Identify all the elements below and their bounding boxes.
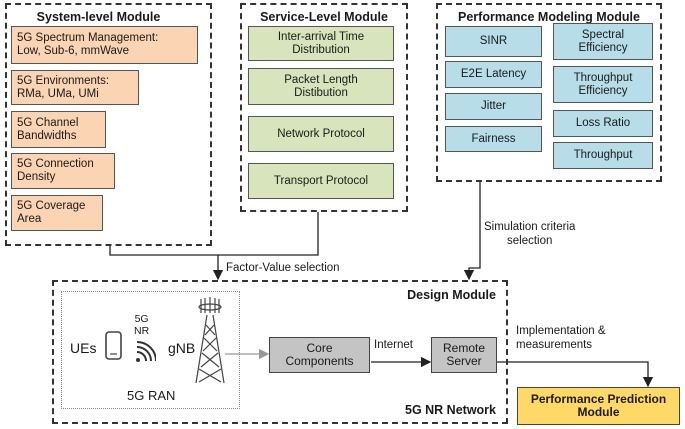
remote-server-box: Remote Server [431,337,497,373]
spectrum-management-box: 5G Spectrum Management: Low, Sub-6, mmWa… [11,26,198,64]
ran-area [61,291,240,409]
service-level-module: Service-Level Module [240,3,408,212]
jitter-box: Jitter [445,93,542,120]
performance-prediction-box: Performance Prediction Module [517,387,680,425]
phone-icon [105,331,122,360]
sinr-box: SINR [445,26,542,57]
gnb-label: gNB [168,340,196,356]
design-module-title: Design Module [407,288,496,302]
packet-length-box: Packet Length Distibution [248,68,394,105]
throughput-efficiency-box: Throughput Efficiency [553,66,653,103]
factor-value-label: Factor-Value selection [226,262,340,274]
system-level-module: System-level Module [5,3,212,246]
ues-label: UEs [70,340,97,356]
fairness-box: Fairness [445,126,542,152]
implementation-label: Implementation & measurements [516,325,606,351]
channel-bandwidths-box: 5G Channel Bandwidths [11,111,106,148]
loss-ratio-box: Loss Ratio [553,110,653,137]
coverage-area-box: 5G Coverage Area [11,195,103,231]
simulation-criteria-label: Simulation criteria selection [484,221,576,247]
design-module: Design Module 5G NR Network [52,280,508,424]
throughput-box: Throughput [553,142,653,169]
implementation-arrow [497,361,654,388]
nr-network-label: 5G NR Network [405,403,496,417]
inter-arrival-box: Inter-arrival Time Distribution [248,26,394,61]
service-to-factor-line [218,212,319,256]
network-protocol-box: Network Protocol [248,116,394,152]
nr-label: 5G NR [134,313,150,337]
system-to-factor-line [109,246,218,256]
ran-label: 5G RAN [127,388,176,403]
transport-protocol-box: Transport Protocol [248,163,394,199]
spectral-efficiency-box: Spectral Efficiency [553,23,653,60]
core-components-box: Core Components [269,337,370,373]
gnb-tower-icon [195,297,225,384]
system-module-title: System-level Module [36,10,161,24]
environments-box: 5G Environments: RMa, UMa, UMi [11,70,139,105]
performance-to-design-arrow [463,182,481,281]
wireless-signal-icon [136,341,156,362]
e2e-latency-box: E2E Latency [445,61,542,88]
performance-modeling-module: Performance Modeling Module [436,3,662,182]
connection-density-box: 5G Connection Density [11,153,115,189]
service-module-title: Service-Level Module [260,10,388,24]
internet-label: Internet [374,339,413,351]
performance-module-title: Performance Modeling Module [458,10,640,24]
